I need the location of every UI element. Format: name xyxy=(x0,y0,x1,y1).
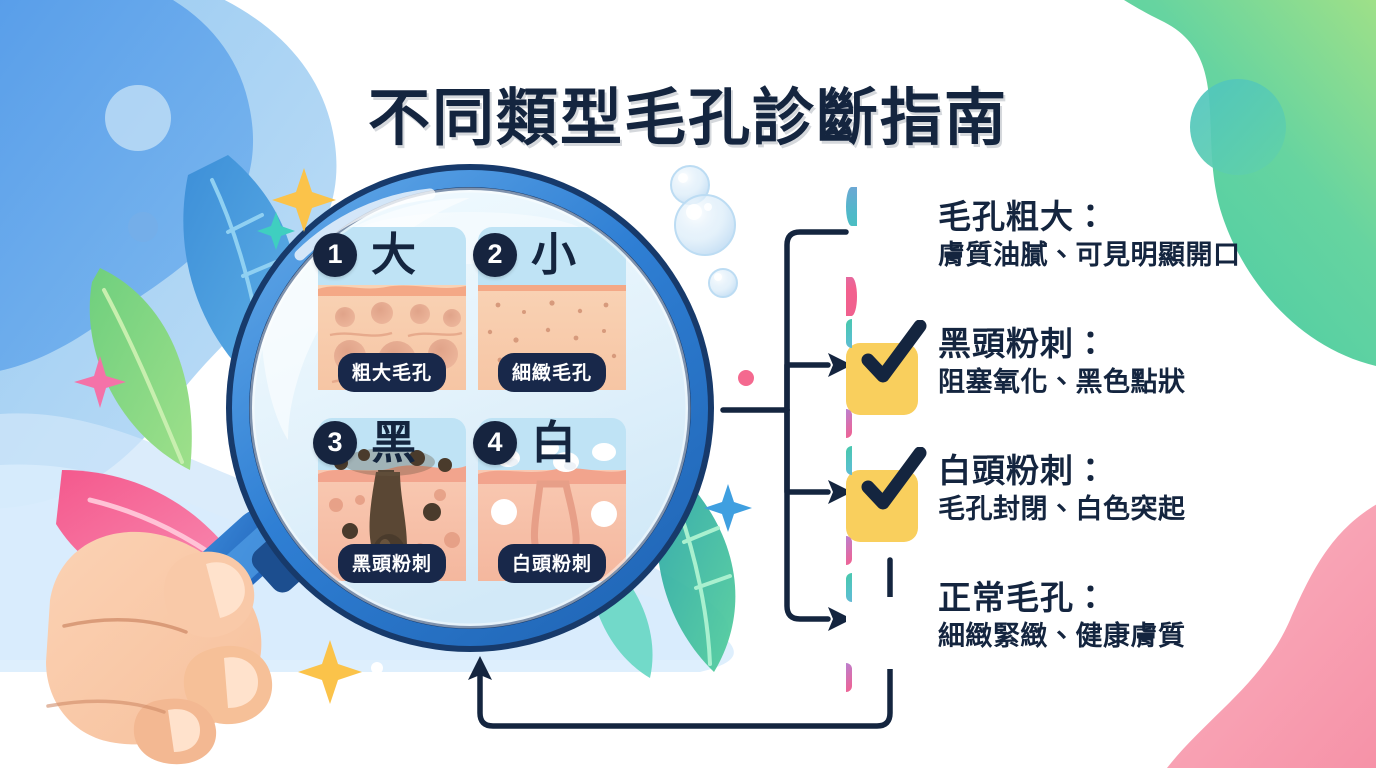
quadrant-2-label: 細緻毛孔 xyxy=(497,353,607,392)
legend-item-text: 白頭粉刺： 毛孔封閉、白色突起 xyxy=(938,452,1186,525)
legend-item-desc: 毛孔封閉、白色突起 xyxy=(938,493,1186,524)
legend-item-whiteheads[interactable]: 白頭粉刺： 毛孔封閉、白色突起 xyxy=(846,446,1186,565)
quadrant-2-header: 2 小 xyxy=(473,232,576,277)
legend-item-title: 正常毛孔： xyxy=(938,579,1108,616)
quadrant-4-number: 4 xyxy=(473,420,517,465)
quadrant-2-char: 小 xyxy=(531,229,577,280)
quadrant-3-number: 3 xyxy=(313,420,357,465)
quadrant-4-label: 白頭粉刺 xyxy=(497,544,607,583)
quadrant-1[interactable]: 1 大 粗大毛孔 xyxy=(313,232,471,392)
teal-four-point-star xyxy=(257,212,295,250)
legend-item-title: 白頭粉刺： xyxy=(938,452,1108,489)
quadrant-4-header: 4 白 xyxy=(473,420,576,465)
blue-four-point-star xyxy=(704,484,752,532)
legend-item-text: 正常毛孔： 細緻緊緻、健康膚質 xyxy=(938,579,1186,652)
quadrant-3-char: 黑 xyxy=(371,417,417,468)
page-title: 不同類型毛孔診斷指南 xyxy=(367,83,1008,153)
pink-four-point-star xyxy=(74,356,126,408)
quadrant-4-char: 白 xyxy=(531,417,577,468)
sparkle-decorations xyxy=(74,168,754,704)
quadrant-2[interactable]: 2 小 細緻毛孔 xyxy=(473,232,631,392)
legend-item-enlarged-pores[interactable]: 毛孔粗大： 膚質油膩、可見明顯開口 xyxy=(846,198,1241,305)
yellow-four-point-star xyxy=(272,168,336,232)
checked-checkbox-icon xyxy=(846,446,927,565)
soap-bubbles xyxy=(670,165,738,298)
yellow-four-point-star-2 xyxy=(298,640,362,704)
quadrant-1-char: 大 xyxy=(371,229,417,280)
quadrant-3-header: 3 黑 xyxy=(313,420,416,465)
legend-item-text: 毛孔粗大： 膚質油膩、可見明顯開口 xyxy=(938,198,1241,271)
quadrant-1-header: 1 大 xyxy=(313,232,416,277)
quadrant-1-number: 1 xyxy=(313,232,357,277)
legend-item-title: 毛孔粗大： xyxy=(938,198,1108,235)
quadrant-4[interactable]: 4 白 白頭粉刺 xyxy=(473,420,631,583)
pink-dot xyxy=(738,370,754,386)
empty-checkbox-icon xyxy=(846,573,918,692)
legend-item-desc: 膚質油膩、可見明顯開口 xyxy=(938,239,1241,270)
legend-item-text: 黑頭粉刺： 阻塞氧化、黑色點狀 xyxy=(938,325,1186,398)
quadrant-3[interactable]: 3 黑 黑頭粉刺 xyxy=(313,420,471,583)
legend-item-blackheads[interactable]: 黑頭粉刺： 阻塞氧化、黑色點狀 xyxy=(846,319,1186,438)
hand-holding-magnifier xyxy=(46,491,349,765)
legend-item-title: 黑頭粉刺： xyxy=(938,325,1108,362)
quadrant-1-label: 粗大毛孔 xyxy=(337,353,447,392)
quadrant-3-label: 黑頭粉刺 xyxy=(337,544,447,583)
white-dot xyxy=(371,662,383,674)
checked-checkbox-icon xyxy=(846,319,927,438)
green-leaf xyxy=(89,268,192,470)
legend-item-desc: 細緻緊緻、健康膚質 xyxy=(938,620,1186,651)
gradient-ring-icon xyxy=(846,198,918,305)
legend-item-normal-pores[interactable]: 正常毛孔： 細緻緊緻、健康膚質 xyxy=(846,573,1186,692)
legend-item-desc: 阻塞氧化、黑色點狀 xyxy=(938,366,1186,397)
quadrant-2-number: 2 xyxy=(473,232,517,277)
